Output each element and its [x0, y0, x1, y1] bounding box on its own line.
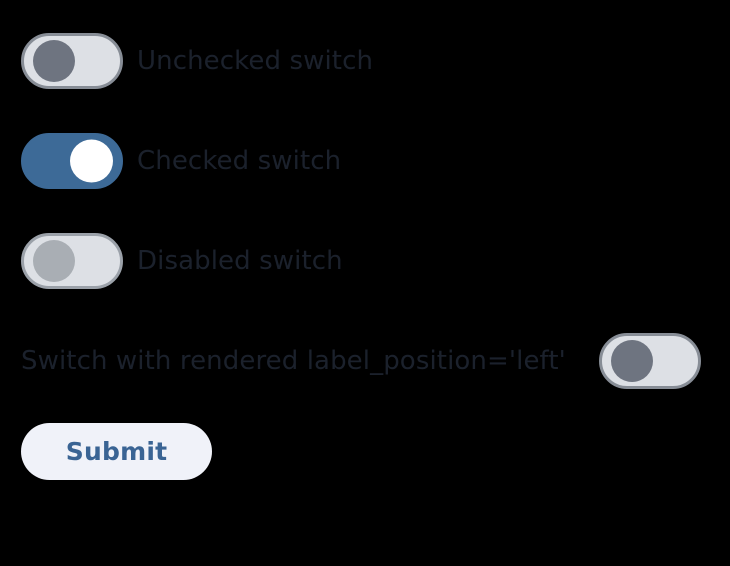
- switch-row-unchecked: Unchecked switch: [21, 31, 373, 91]
- switch-row-checked: Checked switch: [21, 131, 341, 191]
- switch-row-label-left: Switch with rendered label_position='lef…: [21, 331, 701, 391]
- switch-knob-icon: [70, 139, 113, 183]
- disabled-switch-toggle: [21, 233, 123, 289]
- submit-button[interactable]: Submit: [21, 423, 212, 480]
- unchecked-switch-toggle[interactable]: [21, 33, 123, 89]
- checked-switch-label: Checked switch: [137, 146, 342, 176]
- label-left-switch-toggle[interactable]: [599, 333, 701, 389]
- label-left-switch-label: Switch with rendered label_position='lef…: [21, 346, 566, 376]
- disabled-switch-label: Disabled switch: [137, 246, 343, 276]
- switch-knob-icon: [33, 40, 75, 82]
- switch-knob-icon: [611, 340, 653, 382]
- unchecked-switch-label: Unchecked switch: [137, 46, 374, 76]
- switch-knob-icon: [33, 240, 75, 282]
- checked-switch-toggle[interactable]: [21, 133, 123, 189]
- switch-row-disabled: Disabled switch: [21, 231, 343, 291]
